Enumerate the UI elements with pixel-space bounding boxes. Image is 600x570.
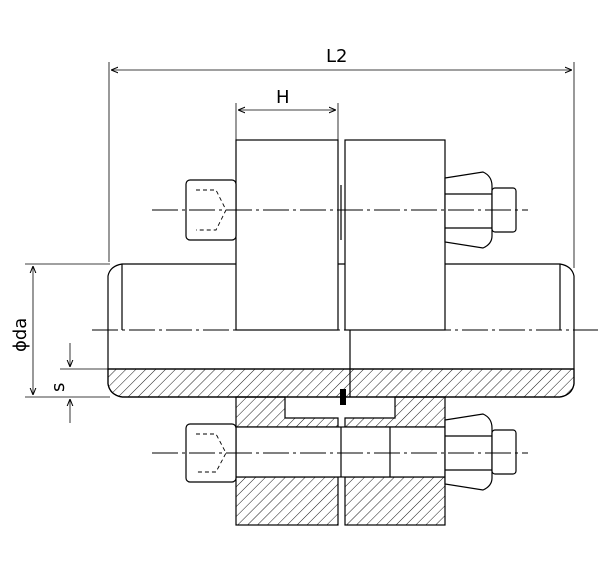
s-label: s xyxy=(48,383,69,392)
lower-flange-right-section xyxy=(344,396,446,526)
dimension-da: ϕda xyxy=(10,263,110,398)
lower-bolt-bore xyxy=(235,426,446,478)
seal-ring xyxy=(340,389,346,405)
upper-flange-right xyxy=(344,139,446,331)
da-label: ϕda xyxy=(10,318,31,352)
lower-nut xyxy=(444,413,517,491)
l2-label: L2 xyxy=(326,46,347,67)
upper-flange-left xyxy=(235,139,339,331)
pipe-wall-section xyxy=(107,330,575,398)
dimension-s: s xyxy=(48,343,112,423)
dimension-l2: L2 xyxy=(108,46,575,268)
dimension-h: H xyxy=(235,87,339,140)
center-lines xyxy=(92,209,598,454)
h-label: H xyxy=(276,87,290,108)
